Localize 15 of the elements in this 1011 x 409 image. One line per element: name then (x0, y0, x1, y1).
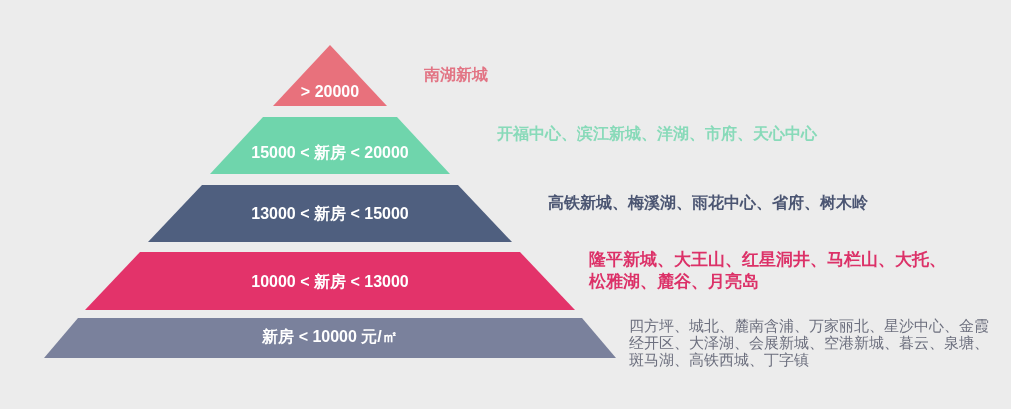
price-range-label: 10000 < 新房 < 13000 (250, 272, 410, 292)
pyramid-tier (44, 318, 616, 358)
pyramid-tier (273, 45, 387, 106)
pyramid-tier (210, 117, 450, 174)
pyramid-tier (85, 252, 575, 310)
district-list: 四方坪、城北、麓南含浦、万家丽北、星沙中心、金霞经开区、大泽湖、会展新城、空港新城、暮云、泉塘、斑马湖、高铁西城、丁字镇 (629, 318, 995, 369)
district-list: 南湖新城 (424, 64, 488, 86)
district-list: 高铁新城、梅溪湖、雨花中心、省府、树木岭 (548, 192, 868, 214)
price-range-label: 15000 < 新房 < 20000 (250, 143, 410, 163)
price-range-label: 13000 < 新房 < 15000 (250, 204, 410, 224)
pyramid-tier (148, 185, 512, 242)
district-list: 开福中心、滨江新城、洋湖、市府、天心中心 (497, 123, 817, 145)
district-list: 隆平新城、大王山、红星洞井、马栏山、大托、松雅湖、麓谷、月亮岛 (589, 248, 961, 292)
price-range-label: > 20000 (299, 82, 361, 102)
price-range-label: 新房 < 10000 元/㎡ (261, 327, 399, 347)
